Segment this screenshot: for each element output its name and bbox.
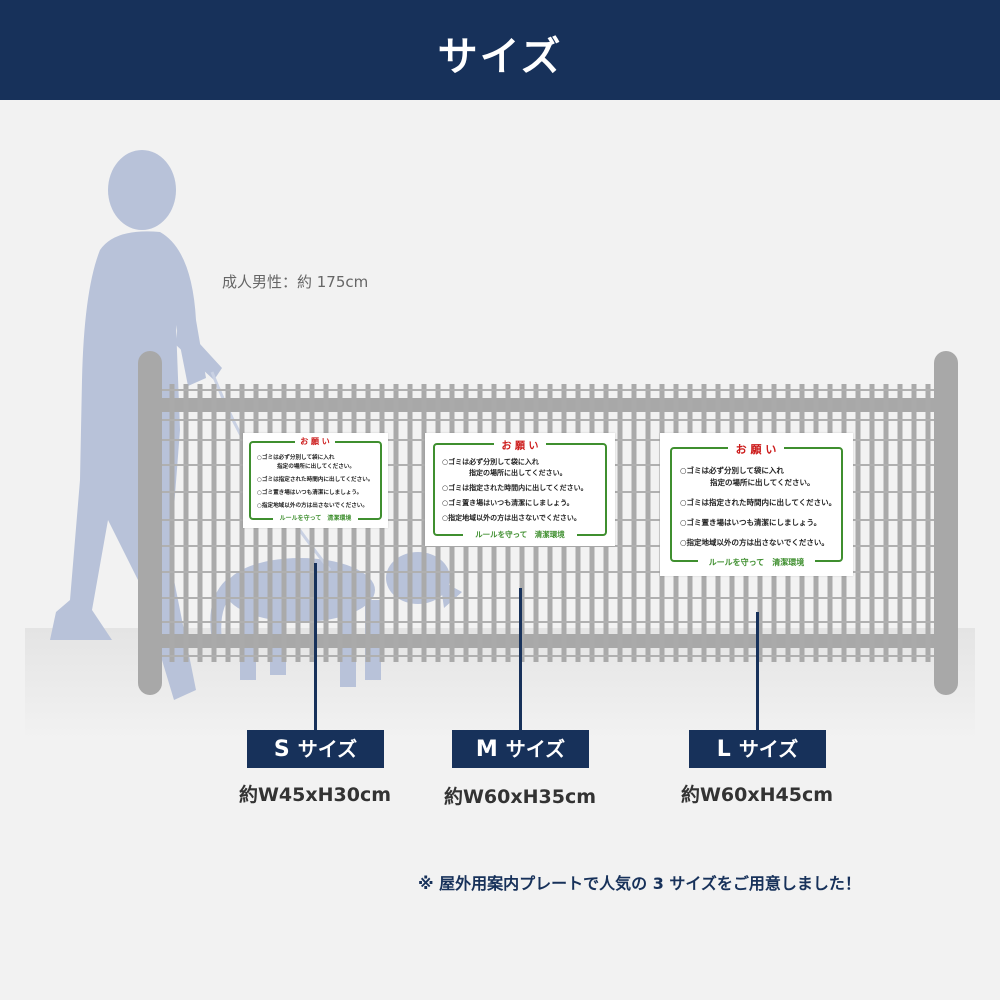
sign-line: 指定の場所に出してください。 <box>277 464 355 470</box>
sign-footer: ルールを守って 清潔環境 <box>463 529 577 540</box>
size-dimensions-s: 約W45xH30cm <box>238 784 392 806</box>
sign-title: お 願 い <box>728 441 784 457</box>
size-letter: S <box>273 737 290 762</box>
sign-line: ○ゴミは必ず分別して袋に入れ <box>680 466 784 475</box>
pointer-line-l <box>756 612 759 733</box>
size-label: サイズ <box>738 737 799 761</box>
sign-line: ○ゴミ置き場はいつも清潔にしましょう。 <box>442 499 574 507</box>
sign-line: ○ゴミは指定された時間内に出してください。 <box>442 484 588 492</box>
size-label: サイズ <box>297 737 358 761</box>
sign-line: ○ゴミ置き場はいつも清潔にしましょう。 <box>257 490 363 496</box>
sign-line: ○ゴミは指定された時間内に出してください。 <box>257 477 374 483</box>
sign-l: お 願 い ○ゴミは必ず分別して袋に入れ 指定の場所に出してください。 ○ゴミは… <box>660 433 853 576</box>
sign-line: 指定の場所に出してください。 <box>710 478 815 487</box>
size-badge-s: S サイズ <box>247 730 384 768</box>
pointer-line-s <box>314 563 317 733</box>
sign-line: ○指定地域以外の方は出さないでください。 <box>257 503 368 509</box>
sign-line: ○指定地域以外の方は出さないでください。 <box>680 538 829 547</box>
size-badge-l: L サイズ <box>689 730 826 768</box>
sign-line: ○指定地域以外の方は出さないでください。 <box>442 514 581 522</box>
size-dimensions-m: 約W60xH35cm <box>443 786 597 808</box>
sign-line: ○ゴミ置き場はいつも清潔にしましょう。 <box>680 518 822 527</box>
size-dimensions-l: 約W60xH45cm <box>680 784 834 806</box>
sign-line: 指定の場所に出してください。 <box>469 469 567 477</box>
footnote: ※ 屋外用案内プレートで人気の 3 サイズをご用意しました！ <box>418 874 861 893</box>
sign-line: ○ゴミは必ず分別して袋に入れ <box>257 455 335 461</box>
size-badge-m: M サイズ <box>452 730 589 768</box>
sign-footer: ルールを守って 清潔環境 <box>273 513 358 522</box>
page-title: サイズ <box>437 34 563 80</box>
size-label: サイズ <box>505 737 566 761</box>
sign-footer: ルールを守って 清潔環境 <box>698 557 815 568</box>
sign-line: ○ゴミは必ず分別して袋に入れ <box>442 458 539 466</box>
sign-title: お 願 い <box>295 436 335 447</box>
size-letter: L <box>716 737 731 762</box>
sign-title: お 願 い <box>494 437 546 452</box>
sign-s: お 願 い ○ゴミは必ず分別して袋に入れ 指定の場所に出してください。 ○ゴミは… <box>243 433 388 528</box>
sign-m: お 願 い ○ゴミは必ず分別して袋に入れ 指定の場所に出してください。 ○ゴミは… <box>425 433 615 546</box>
sign-line: ○ゴミは指定された時間内に出してください。 <box>680 498 837 507</box>
person-height-label: 成人男性：約 175cm <box>222 273 369 291</box>
size-letter: M <box>475 737 498 762</box>
person-silhouette <box>50 150 222 700</box>
header-bar: サイズ <box>0 0 1000 100</box>
pointer-line-m <box>519 588 522 733</box>
